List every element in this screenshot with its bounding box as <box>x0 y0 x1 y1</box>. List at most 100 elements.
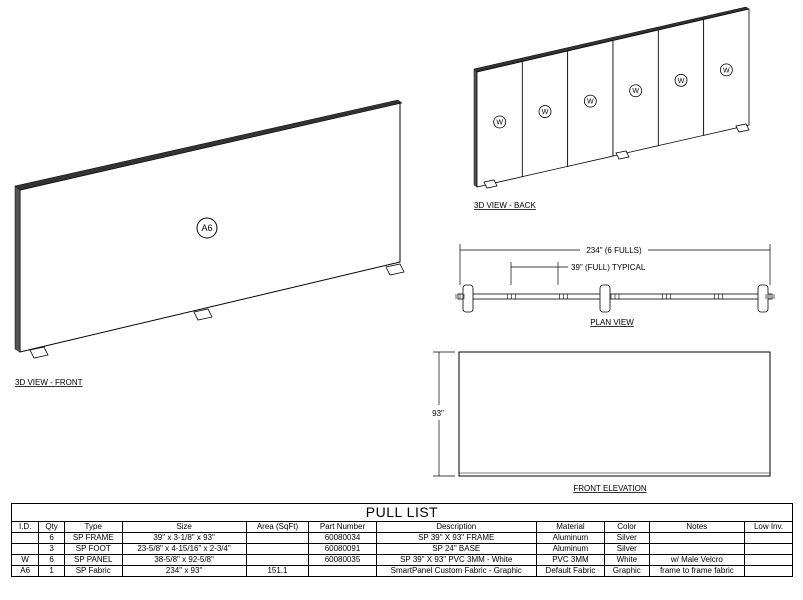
column-header: Part Number <box>308 521 377 533</box>
column-header: Size <box>121 521 247 533</box>
plan-foot <box>462 284 474 313</box>
front-tag-label: A6 <box>201 223 212 233</box>
table-cell: Aluminum <box>535 543 605 555</box>
table-cell: w/ Male Velcro <box>648 554 746 566</box>
table-cell <box>744 543 793 555</box>
table-cell <box>308 565 377 577</box>
column-header: Type <box>63 521 123 533</box>
table-cell <box>245 554 310 566</box>
table-cell: 60080091 <box>308 543 377 555</box>
back-panel-tag-circle <box>629 84 643 98</box>
table-cell <box>744 532 793 544</box>
back-foot-middle <box>615 150 630 160</box>
back-panel-tag-label: W <box>723 67 730 74</box>
back-foot-right <box>735 123 750 133</box>
table-cell: 60080034 <box>308 532 377 544</box>
plan-typical-dimension: 39" (FULL) TYPICAL <box>571 263 646 272</box>
table-cell: 23-5/8" x 4-15/16" x 2-3/4" <box>121 543 247 555</box>
table-cell <box>10 532 40 544</box>
table-cell <box>744 565 793 577</box>
table-cell: PVC 3MM <box>535 554 605 566</box>
front-3d-view: A6 3D VIEW - FRONT <box>14 99 405 387</box>
table-cell: 39" x 3-1/8" x 93" <box>121 532 247 544</box>
back-panel-tag-label: W <box>632 88 639 95</box>
table-cell: SP 24" BASE <box>375 543 537 555</box>
table-cell: Default Fabric <box>535 565 605 577</box>
table-cell <box>245 532 310 544</box>
back-3d-view: W W W W W W 3D VIEW - BACK <box>473 6 750 210</box>
column-header: Description <box>375 521 537 533</box>
column-header: Color <box>603 521 650 533</box>
front-foot-middle <box>193 308 213 321</box>
table-cell <box>648 543 746 555</box>
table-cell <box>744 554 793 566</box>
plan-foot <box>757 284 769 313</box>
table-cell <box>10 543 40 555</box>
table-cell: Graphic <box>603 565 650 577</box>
table-cell: SP 39" X 93" PVC 3MM - White <box>375 554 537 566</box>
table-cell: Silver <box>603 532 650 544</box>
table-cell: SP 39" X 93" FRAME <box>375 532 537 544</box>
back-foot-left <box>483 179 498 189</box>
plan-view: 234" (6 FULLS) 39" (FULL) TYPICAL PLAN V… <box>455 244 775 327</box>
table-cell: 1 <box>38 565 65 577</box>
back-panel-tag-circle <box>674 73 688 87</box>
table-cell: 38-5/8" x 92-5/8" <box>121 554 247 566</box>
table-cell: 151.1 <box>245 565 310 577</box>
column-header: I.D. <box>10 521 40 533</box>
column-header: Qty <box>38 521 65 533</box>
table-cell: 6 <box>38 532 65 544</box>
plan-foot <box>599 284 611 313</box>
front-panel-side-edge <box>14 185 21 353</box>
column-header: Notes <box>648 521 746 533</box>
plan-overall-dimension: 234" (6 FULLS) <box>586 246 642 255</box>
table-cell: 6 <box>38 554 65 566</box>
table-cell: 234" x 93" <box>121 565 247 577</box>
back-panel-tag-circle <box>538 105 552 118</box>
front-elevation-label: FRONT ELEVATION <box>573 484 647 493</box>
back-panel-tag-label: W <box>496 119 503 126</box>
table-cell <box>648 532 746 544</box>
front-foot-left <box>29 346 49 359</box>
table-cell: W <box>10 554 40 566</box>
front-3d-view-label: 3D VIEW - FRONT <box>15 378 83 387</box>
front-foot-right <box>385 263 405 276</box>
elevation-panel-outline <box>458 351 771 477</box>
back-panel-tag-circle <box>493 115 507 129</box>
table-cell: SP FOOT <box>63 543 123 555</box>
elevation-height-dimension: 93" <box>432 409 444 418</box>
table-cell: SP PANEL <box>63 554 123 566</box>
table-cell: A6 <box>10 565 40 577</box>
column-header: Material <box>535 521 605 533</box>
back-panel-tag-label: W <box>678 78 685 85</box>
table-cell: 3 <box>38 543 65 555</box>
back-panel-tag-label: W <box>587 99 594 106</box>
front-tag-circle <box>196 217 218 239</box>
table-cell: SmartPanel Custom Fabric - Graphic <box>375 565 537 577</box>
plan-view-label: PLAN VIEW <box>590 318 634 327</box>
back-panel-side-edge <box>473 68 478 188</box>
table-cell: Aluminum <box>535 532 605 544</box>
column-header: Low Inv. <box>744 521 793 533</box>
table-cell: White <box>603 554 650 566</box>
table-cell: SP Fabric <box>63 565 123 577</box>
pull-list-title: PULL LIST <box>11 503 793 522</box>
column-header: Area (SqFt) <box>245 521 310 533</box>
table-cell: Silver <box>603 543 650 555</box>
table-cell: SP FRAME <box>63 532 123 544</box>
table-cell <box>245 543 310 555</box>
back-3d-view-label: 3D VIEW - BACK <box>474 201 536 210</box>
back-panel-tag-circle <box>719 63 733 77</box>
table-cell: 60080035 <box>308 554 377 566</box>
back-panel-tag-circle <box>583 94 597 108</box>
back-panel-tag-label: W <box>542 109 549 116</box>
front-elevation: 93" FRONT ELEVATION <box>432 351 771 493</box>
table-cell: frame to frame fabric <box>648 565 746 577</box>
